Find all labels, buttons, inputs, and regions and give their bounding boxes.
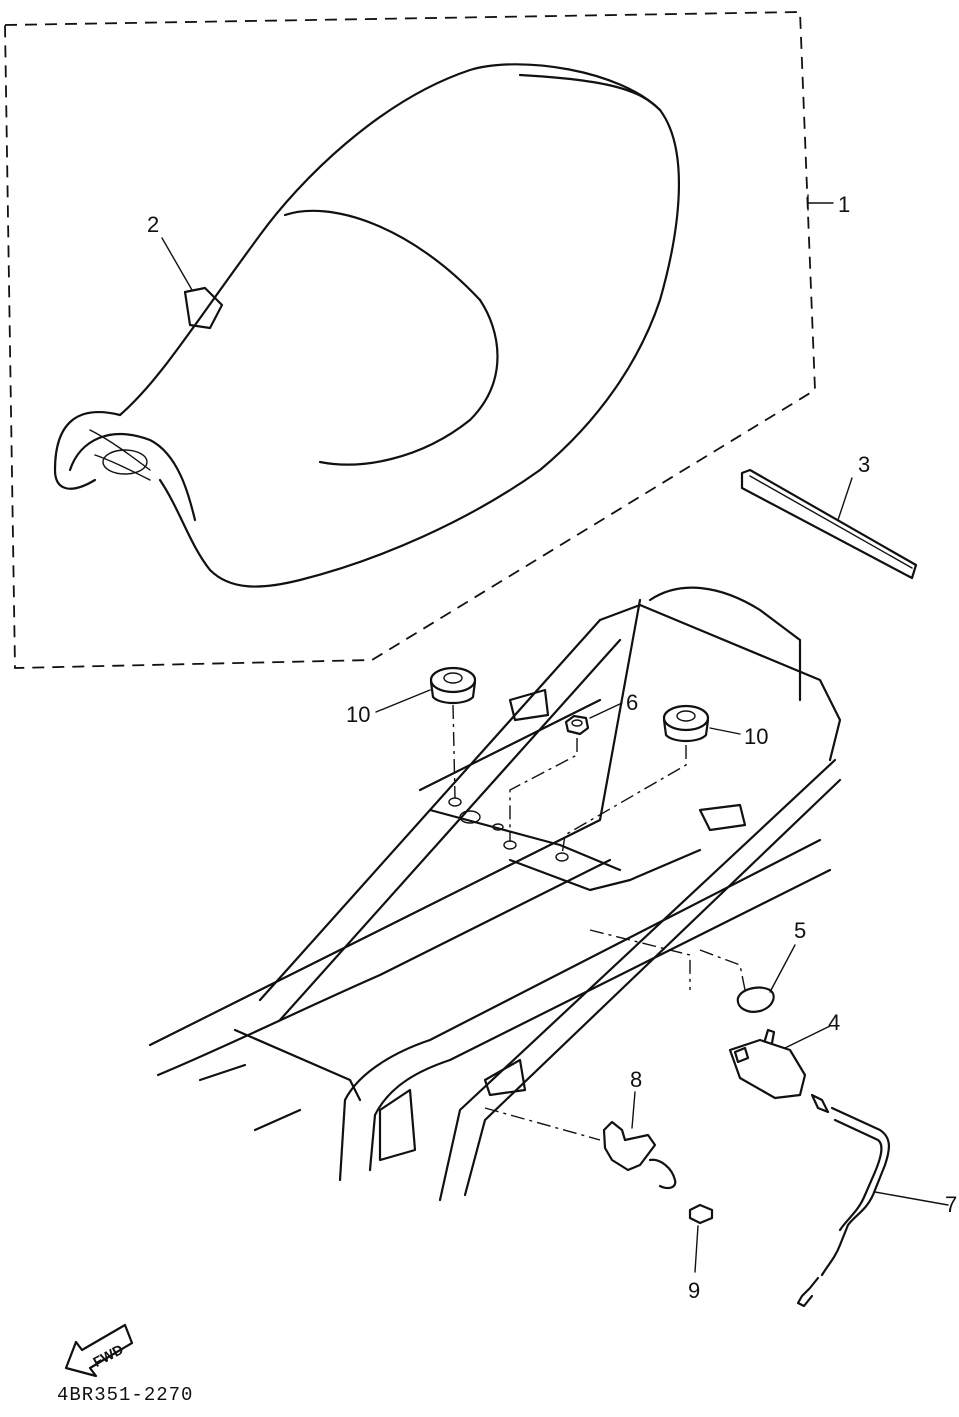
seat-hook: [161, 237, 224, 330]
callout-1: 1: [838, 192, 850, 217]
frame-holes: [448, 797, 569, 862]
callout-5: 5: [794, 918, 806, 943]
callout-8: 8: [630, 1067, 642, 1092]
callout-3: 3: [858, 452, 870, 477]
seat: [53, 63, 681, 588]
damper-right: [561, 704, 741, 856]
callout-9: 9: [688, 1278, 700, 1303]
assembly-bracket: [807, 194, 834, 211]
callout-7: 7: [945, 1192, 957, 1217]
nut: [509, 702, 623, 842]
callout-2: 2: [147, 212, 159, 237]
bolt: [688, 1203, 714, 1273]
forward-arrow-icon: FWD: [64, 1323, 134, 1378]
rear-frame: [148, 586, 842, 1202]
seat-damper-strip: [740, 468, 918, 580]
callout-4: 4: [828, 1010, 840, 1035]
seat-assembly-boundary: [4, 11, 816, 669]
callout-6: 6: [626, 690, 638, 715]
seat-lock: [728, 1025, 831, 1100]
seat-lock-cable: [796, 1093, 949, 1308]
damper-left: [375, 666, 477, 799]
lock-plate: [699, 944, 796, 1013]
callout-10-right: 10: [744, 724, 768, 749]
fwd-label: FWD: [90, 1341, 126, 1370]
callout-10-left: 10: [346, 702, 370, 727]
key-lock-cylinder: [484, 1091, 677, 1190]
diagram-code: 4BR351-2270: [57, 1384, 193, 1406]
